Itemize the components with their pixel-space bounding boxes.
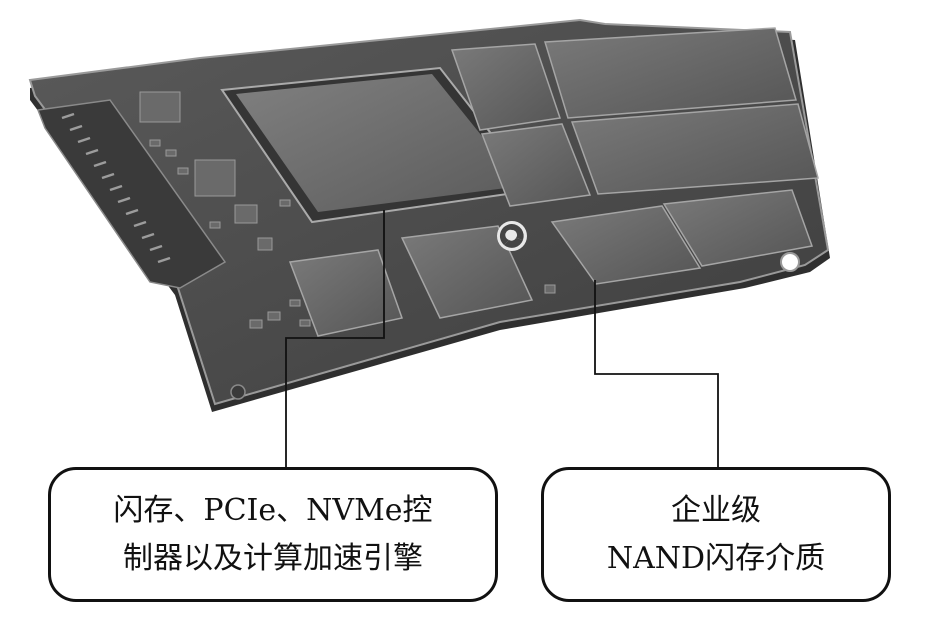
small-components bbox=[139, 91, 556, 329]
callout-nand-media: 企业级 NAND闪存介质 bbox=[541, 467, 891, 602]
controller-chip bbox=[220, 66, 537, 224]
callout-controller: 闪存、PCIe、NVMe控 制器以及计算加速引擎 bbox=[48, 467, 498, 602]
callout-nand-line1: 企业级 bbox=[671, 492, 761, 528]
callout-controller-line2: 制器以及计算加速引擎 bbox=[123, 540, 423, 576]
nand-chips bbox=[288, 27, 819, 337]
leader-lines bbox=[285, 210, 719, 467]
callout-controller-line1: 闪存、PCIe、NVMe控 bbox=[113, 492, 433, 528]
swirl-logo-icon bbox=[497, 221, 527, 251]
edge-connector bbox=[36, 99, 227, 289]
leader-line-nand bbox=[594, 280, 719, 467]
leader-line-controller bbox=[285, 210, 385, 467]
callout-nand-line2: NAND闪存介质 bbox=[606, 540, 826, 576]
